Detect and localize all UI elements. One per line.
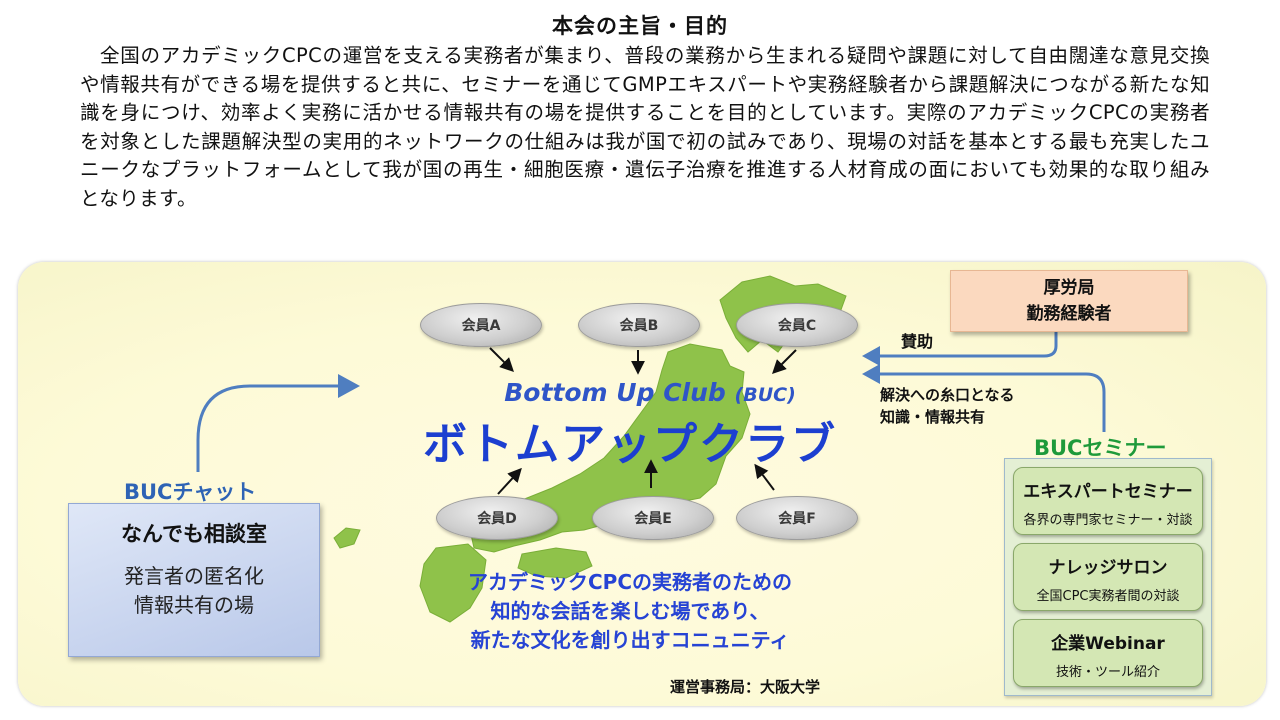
club-abbr: (BUC) <box>734 384 796 406</box>
arrow-member-a <box>489 347 514 372</box>
seminar-item-expert: エキスパートセミナー 各界の専門家セミナー・対談 <box>1013 467 1203 535</box>
seminar-item-subtitle: 全国CPC実務者間の対談 <box>1036 589 1180 604</box>
seminar-item-title: エキスパートセミナー <box>1023 482 1193 502</box>
member-c-node: 会員C <box>736 303 858 347</box>
chat-box: なんでも相談室 発言者の匿名化 情報共有の場 <box>68 503 320 657</box>
member-d-node: 会員D <box>436 496 558 540</box>
arrow-member-d <box>497 467 522 495</box>
seminar-item-subtitle: 技術・ツール紹介 <box>1055 665 1160 680</box>
mhlw-line: 勤務経験者 <box>1026 304 1112 324</box>
knowledge-line: 解決への糸口となる <box>880 386 1015 404</box>
member-b-node: 会員B <box>578 303 700 347</box>
map-okinawa <box>333 527 361 549</box>
club-name-en: Bottom Up Club (BUC) <box>440 378 860 407</box>
community-line: 新たな文化を創り出すコニュニティ <box>470 628 790 652</box>
community-line: 知的な会話を楽しむ場であり、 <box>490 599 770 623</box>
arrow-chat-head <box>338 374 360 398</box>
map-kyushu <box>419 543 487 623</box>
arrow-mhlw-head <box>862 346 880 366</box>
office-label: 運営事務局：大阪大学 <box>670 678 821 696</box>
member-f-node: 会員F <box>736 496 858 540</box>
member-e-node: 会員E <box>592 496 714 540</box>
chat-description: 発言者の匿名化 情報共有の場 <box>69 562 319 620</box>
chat-line: 発言者の匿名化 <box>124 564 264 588</box>
club-name-en-text: Bottom Up Club <box>504 378 726 407</box>
club-name-ja: ボトムアップクラブ <box>423 419 837 470</box>
chat-line: 情報共有の場 <box>134 593 254 617</box>
community-line: アカデミックCPCの実務者のための <box>467 570 792 594</box>
community-description: アカデミックCPCの実務者のための 知的な会話を楽しむ場であり、 新たな文化を創… <box>410 568 850 655</box>
map-shikoku <box>517 547 593 579</box>
seminar-item-title: ナレッジサロン <box>1048 558 1168 578</box>
seminar-item-subtitle: 各界の専門家セミナー・対談 <box>1023 513 1193 528</box>
arrow-mhlw <box>880 332 1058 358</box>
arrow-seminar-head <box>862 364 880 384</box>
knowledge-sharing-label: 解決への糸口となる 知識・情報共有 <box>880 384 1015 428</box>
seminar-item-title: 企業Webinar <box>1051 634 1165 654</box>
support-label: 賛助 <box>901 332 934 351</box>
arrow-member-f <box>754 463 775 491</box>
seminar-item-salon: ナレッジサロン 全国CPC実務者間の対談 <box>1013 543 1203 611</box>
member-a-node: 会員A <box>420 303 542 347</box>
chat-title: なんでも相談室 <box>121 522 267 546</box>
chat-label: BUCチャット <box>124 480 257 504</box>
arrow-member-c <box>772 349 797 374</box>
seminar-box: エキスパートセミナー 各界の専門家セミナー・対談 ナレッジサロン 全国CPC実務… <box>1004 458 1212 696</box>
mhlw-box: 厚労局 勤務経験者 <box>950 270 1188 332</box>
mhlw-line: 厚労局 <box>1043 278 1095 298</box>
knowledge-line: 知識・情報共有 <box>880 408 986 426</box>
arrow-seminar <box>880 372 1106 432</box>
seminar-item-webinar: 企業Webinar 技術・ツール紹介 <box>1013 619 1203 687</box>
arrow-chat <box>196 384 340 472</box>
intro-paragraph: 全国のアカデミックCPCの運営を支える実務者が集まり、普段の業務から生まれる疑問… <box>80 44 1210 210</box>
page-title: 本会の主旨・目的 <box>552 14 728 38</box>
seminar-label: BUCセミナー <box>1034 436 1167 460</box>
